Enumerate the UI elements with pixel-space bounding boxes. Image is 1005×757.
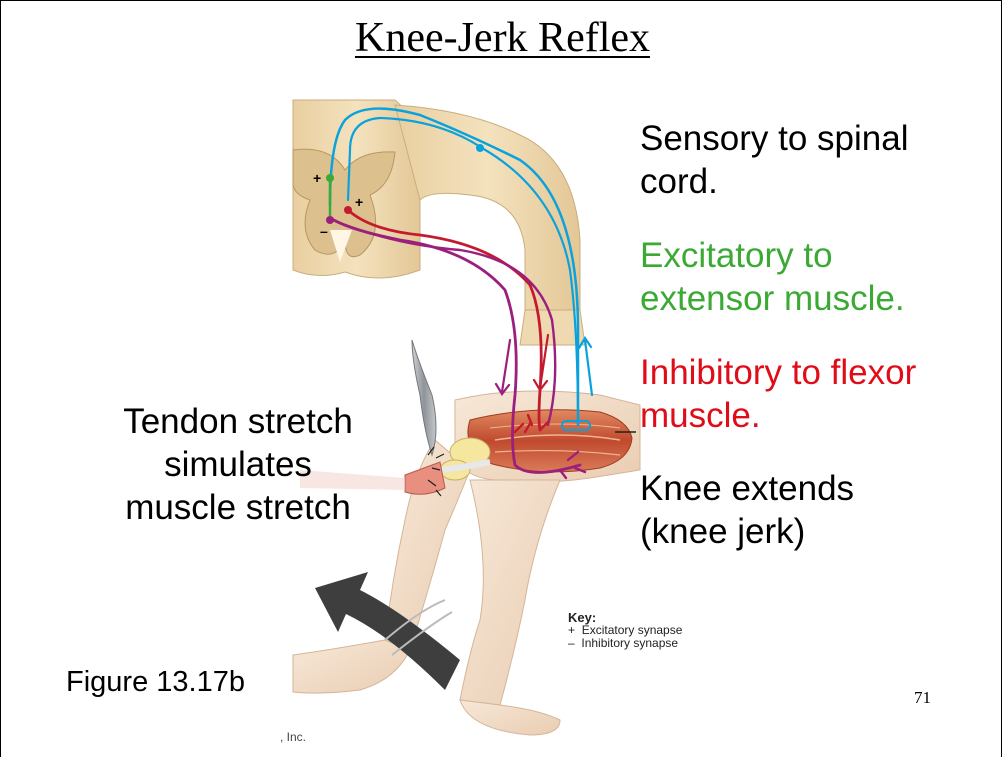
knee-annotation: Knee extends (knee jerk) bbox=[640, 467, 854, 553]
knee-line-1: Knee extends bbox=[640, 467, 854, 510]
synapse-minus: – bbox=[320, 223, 328, 239]
key-legend: Key: + Excitatory synapse – Inhibitory s… bbox=[568, 611, 682, 650]
excitatory-line-2: extensor muscle. bbox=[640, 277, 905, 320]
key-symbol-minus: – bbox=[568, 636, 575, 650]
figure-label: Figure 13.17b bbox=[66, 665, 245, 699]
tendon-line-2: simulates bbox=[88, 443, 388, 486]
tendon-line-1: Tendon stretch bbox=[88, 400, 388, 443]
key-item-inhibitory: – Inhibitory synapse bbox=[568, 637, 682, 650]
sensory-line-2: cord. bbox=[640, 160, 908, 203]
inhibitory-annotation: Inhibitory to flexor muscle. bbox=[640, 351, 916, 437]
key-symbol-plus: + bbox=[568, 623, 575, 637]
knee-line-2: (knee jerk) bbox=[640, 510, 854, 553]
page-number: 71 bbox=[914, 688, 931, 708]
publisher-credit: , Inc. bbox=[280, 730, 306, 744]
sensory-annotation: Sensory to spinal cord. bbox=[640, 117, 908, 203]
synapse-plus-left: + bbox=[313, 170, 321, 186]
tendon-annotation: Tendon stretch simulates muscle stretch bbox=[88, 400, 388, 529]
inhibitory-line-2: muscle. bbox=[640, 394, 916, 437]
synapse-plus-right: + bbox=[355, 194, 363, 210]
excitatory-line-1: Excitatory to bbox=[640, 234, 905, 277]
key-label-inhibitory: Inhibitory synapse bbox=[581, 636, 678, 650]
inhibitory-line-1: Inhibitory to flexor bbox=[640, 351, 916, 394]
sensory-line-1: Sensory to spinal bbox=[640, 117, 908, 160]
key-label-excitatory: Excitatory synapse bbox=[582, 623, 683, 637]
tendon-line-3: muscle stretch bbox=[88, 486, 388, 529]
excitatory-annotation: Excitatory to extensor muscle. bbox=[640, 234, 905, 320]
